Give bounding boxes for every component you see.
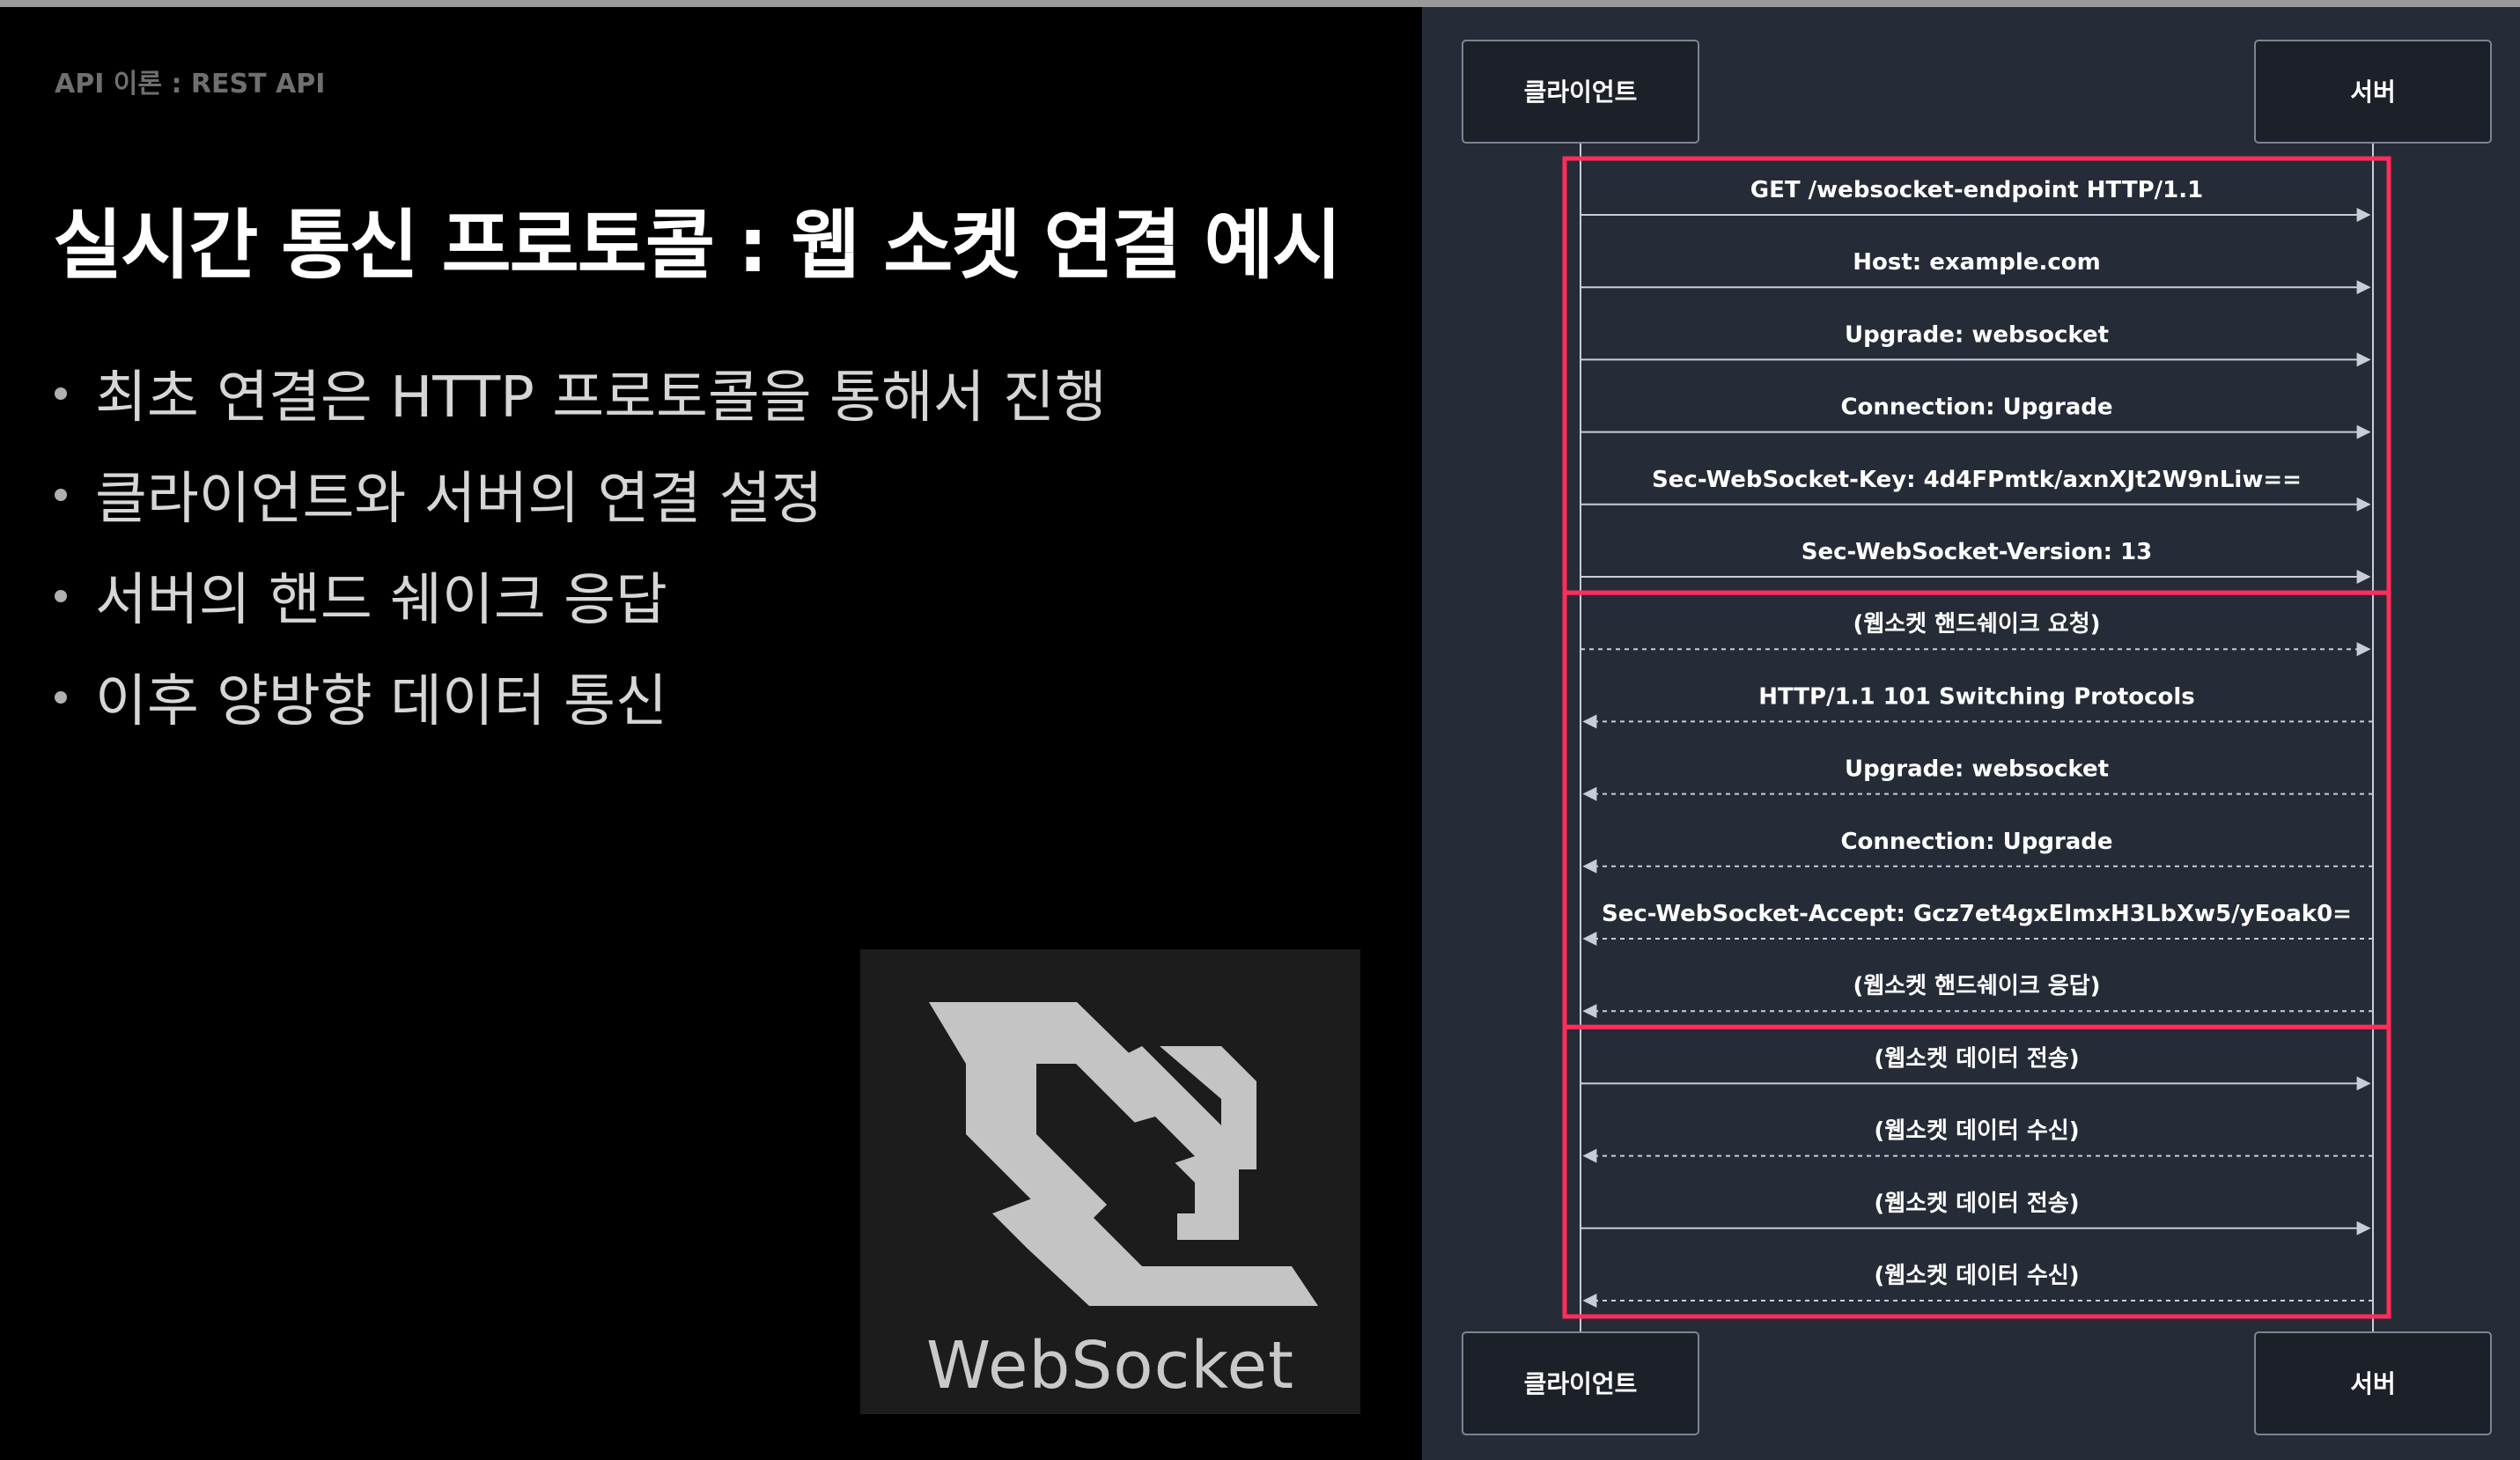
highlight-group-box	[1562, 590, 2391, 1029]
highlight-group-box	[1562, 1024, 2391, 1319]
participant-server-bottom-label: 서버	[2350, 1369, 2396, 1398]
websocket-logo-icon	[929, 1002, 1318, 1306]
slide-text-panel: API 이론 : REST API 실시간 통신 프로토콜 : 웹 소켓 연결 …	[0, 7, 1422, 1460]
participant-client-top-box	[1462, 40, 1699, 144]
message-label: HTTP/1.1 101 Switching Protocols	[1758, 683, 2195, 710]
websocket-logo-text: WebSocket	[925, 1328, 1295, 1404]
participant-server-top-label: 서버	[2350, 77, 2396, 107]
participant-server-top-box	[2254, 40, 2492, 144]
participant-client-bottom-label: 클라이언트	[1524, 1369, 1638, 1398]
message-label: (웹소켓 데이터 수신)	[1874, 1263, 2079, 1289]
message-label: (웹소켓 데이터 수신)	[1874, 1118, 2079, 1145]
message-label: Upgrade: websocket	[1845, 321, 2109, 348]
message-label: GET /websocket-endpoint HTTP/1.1	[1750, 177, 2203, 203]
participant-server-bottom-box	[2254, 1331, 2492, 1435]
message-label: Connection: Upgrade	[1840, 394, 2112, 421]
bullet-item: 이후 양방향 데이터 통신	[51, 656, 1107, 757]
participant-client-bottom-box	[1462, 1331, 1699, 1435]
bullet-dot-icon	[55, 590, 67, 602]
message-label: Upgrade: websocket	[1845, 756, 2109, 783]
message-label: (웹소켓 데이터 전송)	[1874, 1191, 2079, 1217]
bullet-item: 최초 연결은 HTTP 프로토콜을 통해서 진행	[51, 352, 1107, 453]
bullet-item: 클라이언트와 서버의 연결 설정	[51, 453, 1107, 555]
bullet-dot-icon	[55, 387, 67, 400]
bullet-text: 이후 양방향 데이터 통신	[95, 669, 667, 734]
bullet-dot-icon	[55, 489, 67, 501]
message-label: Sec-WebSocket-Version: 13	[1802, 539, 2153, 565]
bullet-text: 최초 연결은 HTTP 프로토콜을 통해서 진행	[95, 365, 1107, 431]
bullet-text: 서버의 핸드 쉐이크 응답	[95, 568, 667, 633]
slide-title: 실시간 통신 프로토콜 : 웹 소켓 연결 예시	[53, 202, 1342, 290]
bullet-item: 서버의 핸드 쉐이크 응답	[51, 555, 1107, 656]
bullet-list: 최초 연결은 HTTP 프로토콜을 통해서 진행 클라이언트와 서버의 연결 설…	[51, 352, 1107, 757]
message-label: Host: example.com	[1853, 249, 2100, 276]
bullet-text: 클라이언트와 서버의 연결 설정	[95, 467, 823, 532]
bullet-dot-icon	[55, 691, 67, 704]
message-label: Connection: Upgrade	[1840, 829, 2112, 855]
message-label: Sec-WebSocket-Key: 4d4FPmtk/axnXJt2W9nLi…	[1652, 467, 2302, 493]
breadcrumb: API 이론 : REST API	[55, 69, 326, 100]
participant-client-top-label: 클라이언트	[1524, 77, 1638, 107]
websocket-logo: WebSocket	[860, 949, 1360, 1414]
message-label: (웹소켓 핸드쉐이크 요청)	[1853, 611, 2100, 638]
message-label: (웹소켓 핸드쉐이크 응답)	[1853, 973, 2100, 999]
message-label: Sec-WebSocket-Accept: Gcz7et4gxElmxH3LbX…	[1602, 901, 2352, 927]
message-label: (웹소켓 데이터 전송)	[1874, 1045, 2079, 1072]
top-rule	[0, 0, 2520, 7]
highlight-group-box	[1562, 156, 2391, 595]
